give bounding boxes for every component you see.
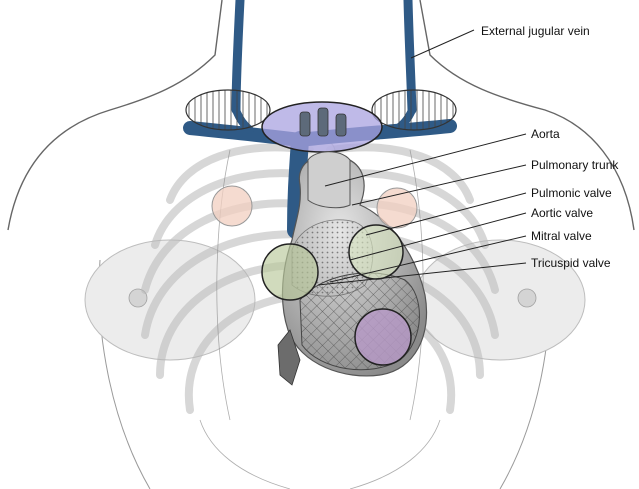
- label-pulmonic-valve: Pulmonic valve: [531, 186, 612, 200]
- label-mitral-valve: Mitral valve: [531, 229, 592, 243]
- label-external-jugular-vein: External jugular vein: [481, 24, 590, 38]
- label-aortic-valve: Aortic valve: [531, 206, 593, 220]
- label-pulmonary-trunk: Pulmonary trunk: [531, 158, 619, 172]
- mitral-area-circle: [355, 309, 411, 365]
- right-clavicular-region: [372, 90, 456, 130]
- tricuspid-area-circle: [262, 244, 318, 300]
- label-aorta: Aorta: [531, 127, 560, 141]
- pulmonic-area-circle: [377, 188, 417, 228]
- label-tricuspid-valve: Tricuspid valve: [531, 256, 611, 270]
- left-clavicular-region: [186, 90, 270, 130]
- aortic-area-circle: [212, 186, 252, 226]
